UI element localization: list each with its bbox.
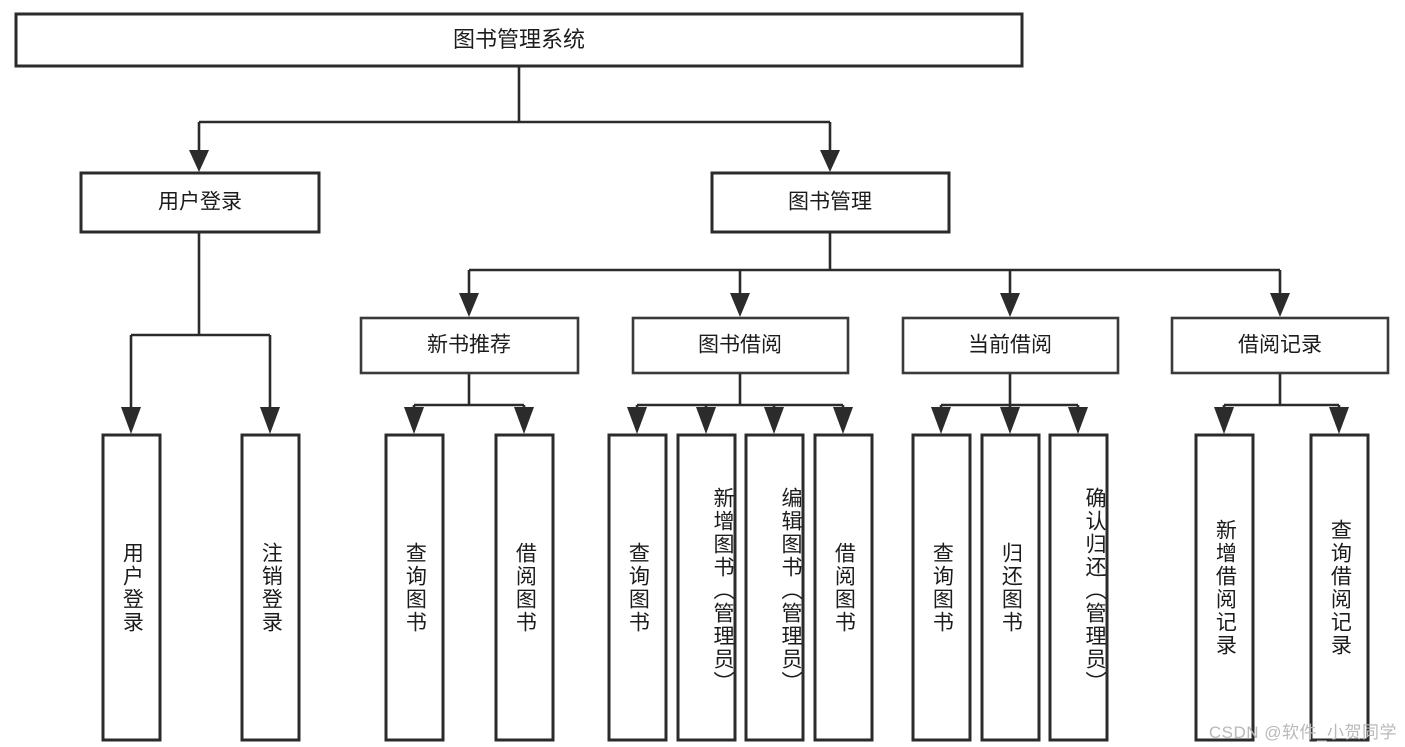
- leaf-box-user-login-2[interactable]: [240, 433, 301, 742]
- arrow-head-cb-leaf-3: [1068, 407, 1088, 434]
- leaf-box-br-1[interactable]: [1194, 433, 1255, 742]
- leaf-box-user-login-1[interactable]: [101, 433, 162, 742]
- arrow-head-br-leaf-2: [1329, 407, 1349, 434]
- node-borrow-record-box[interactable]: [1170, 316, 1390, 375]
- arrow-head-cb-leaf-2: [1000, 407, 1020, 434]
- arrow-head-leaf-user-login-2: [260, 407, 280, 434]
- arrow-head-cb-leaf-1: [931, 407, 951, 434]
- node-book-borrow-label: 图书借阅: [698, 334, 782, 357]
- leaf-box-bb-1[interactable]: [607, 433, 668, 742]
- leaf-boxes-book-borrow: [607, 433, 874, 742]
- arrow-head-bb-leaf-3: [764, 407, 784, 434]
- csdn-watermark: CSDN @软件_小贺同学: [1208, 723, 1397, 742]
- leaf-box-br-2[interactable]: [1309, 433, 1370, 742]
- node-user-login-box[interactable]: [79, 171, 321, 234]
- leaf-boxes-borrow-record: [1194, 433, 1370, 742]
- arrow-head-book-manage: [820, 150, 840, 172]
- leaf-boxes-new-book-recommend: [384, 433, 555, 742]
- arrow-head-bb-leaf-2: [696, 407, 716, 434]
- node-book-borrow-box[interactable]: [631, 316, 850, 375]
- node-user-login[interactable]: 用户登录: [79, 171, 321, 234]
- arrow-head-book-borrow: [730, 293, 750, 317]
- arrow-head-nbr-leaf-2: [514, 407, 534, 434]
- node-current-borrow-label: 当前借阅: [968, 334, 1052, 357]
- node-current-borrow[interactable]: 当前借阅: [901, 316, 1120, 375]
- arrow-head-user-login: [189, 150, 209, 172]
- leaf-box-nbr-1[interactable]: [384, 433, 445, 742]
- node-book-manage-label: 图书管理: [788, 191, 872, 214]
- connector-group-current-borrow: [931, 373, 1088, 434]
- node-root-label: 图书管理系统: [453, 27, 585, 52]
- node-current-borrow-box[interactable]: [901, 316, 1120, 375]
- node-new-book-recommend-box[interactable]: [359, 316, 580, 375]
- leaf-box-bb-2[interactable]: [676, 433, 737, 742]
- node-user-login-label: 用户登录: [158, 191, 242, 214]
- connector-group-book-manage: [459, 232, 1290, 317]
- connector-group-borrow-record: [1214, 373, 1349, 434]
- connector-group-root: [189, 66, 840, 172]
- node-book-manage[interactable]: 图书管理: [710, 171, 951, 234]
- leaf-box-cb-1[interactable]: [911, 433, 972, 742]
- arrow-head-nbr-leaf-1: [404, 407, 424, 434]
- connector-group-book-borrow: [627, 373, 853, 434]
- leaf-boxes-current-borrow: [911, 433, 1109, 742]
- leaf-box-cb-3[interactable]: [1048, 433, 1109, 742]
- node-book-borrow[interactable]: 图书借阅: [631, 316, 850, 375]
- node-new-book-recommend[interactable]: 新书推荐: [359, 316, 580, 375]
- connector-group-new-book-recommend: [404, 373, 534, 434]
- leaf-boxes-user-login: [101, 433, 301, 742]
- arrow-head-bb-leaf-4: [833, 407, 853, 434]
- leaf-box-cb-2[interactable]: [980, 433, 1041, 742]
- node-root-box[interactable]: [14, 12, 1024, 68]
- node-book-manage-box[interactable]: [710, 171, 951, 234]
- node-root[interactable]: 图书管理系统: [14, 12, 1024, 68]
- arrow-head-new-book-recommend: [459, 293, 479, 317]
- arrow-head-leaf-user-login-1: [121, 407, 141, 434]
- arrow-head-current-borrow: [1000, 293, 1020, 317]
- leaf-box-bb-4[interactable]: [813, 433, 874, 742]
- node-new-book-recommend-label: 新书推荐: [427, 334, 511, 357]
- node-borrow-record[interactable]: 借阅记录: [1170, 316, 1390, 375]
- arrow-head-borrow-record: [1270, 293, 1290, 317]
- arrow-head-br-leaf-1: [1214, 407, 1234, 434]
- arrow-head-bb-leaf-1: [627, 407, 647, 434]
- leaf-box-bb-3[interactable]: [744, 433, 805, 742]
- node-borrow-record-label: 借阅记录: [1238, 334, 1322, 357]
- connector-group-user-login: [121, 232, 280, 434]
- leaf-box-nbr-2[interactable]: [494, 433, 555, 742]
